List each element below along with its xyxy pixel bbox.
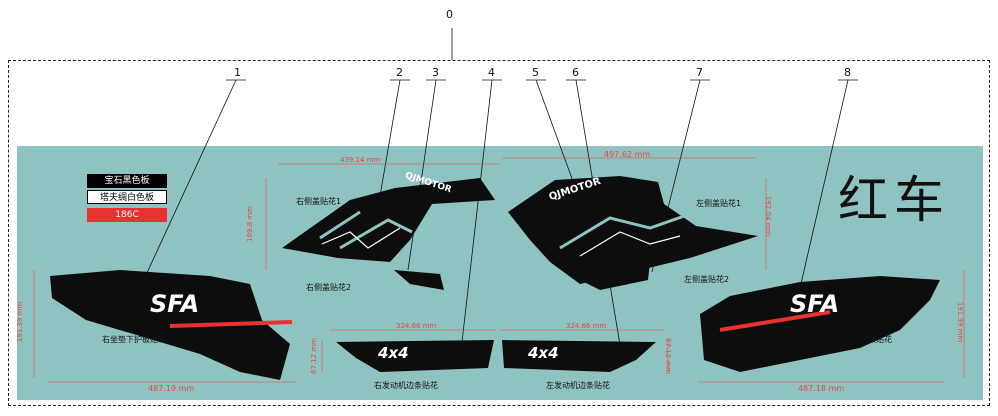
- label-right-seat-guard: 右坐垫下护板贴花: [102, 335, 166, 344]
- dim-left-cover-width: 497.62 mm: [604, 150, 651, 159]
- dim-right-seat-height: 191.39 mm: [16, 301, 25, 343]
- assembly-frame: [8, 60, 990, 406]
- dim-right-strip-width: 324.66 mm: [396, 322, 437, 330]
- callout-8: 8: [844, 66, 851, 79]
- dim-left-cover-height: 192.04 mm: [764, 195, 773, 237]
- label-left-cover-2: 左侧盖贴花2: [684, 275, 730, 284]
- callout-1: 1: [234, 66, 241, 79]
- vehicle-color-title: 红车: [838, 171, 950, 229]
- dim-left-seat-width: 487.18 mm: [798, 384, 845, 393]
- dim-left-seat-height: 191.39 mm: [956, 301, 965, 343]
- label-left-engine-strip: 左发动机边条贴花: [546, 381, 610, 390]
- callout-6: 6: [572, 66, 579, 79]
- drawing-panel: [17, 146, 983, 400]
- drive-logo-right: 4x4: [378, 344, 409, 362]
- callout-0: 0: [446, 8, 453, 21]
- legend-186c-red: 186C: [87, 208, 167, 222]
- callout-2: 2: [396, 66, 403, 79]
- label-left-seat-guard: 左坐垫下护板贴花: [828, 335, 892, 344]
- drive-logo-left: 4x4: [528, 344, 559, 362]
- label-right-cover-2: 右侧盖贴花2: [306, 283, 352, 292]
- callout-7: 7: [696, 66, 703, 79]
- dim-right-seat-width: 487.19 mm: [148, 384, 195, 393]
- model-logo-left: SFA: [790, 290, 840, 318]
- dim-right-cover-height: 189.8 mm: [245, 206, 254, 242]
- callout-3: 3: [432, 66, 439, 79]
- dim-right-strip-height: 67.12 mm: [309, 338, 318, 374]
- dim-left-strip-width: 324.66 mm: [566, 322, 607, 330]
- callout-5: 5: [532, 66, 539, 79]
- label-right-cover-1: 右侧盖贴花1: [296, 197, 342, 206]
- legend-jet-black: 宝石黑色板: [87, 174, 167, 188]
- callout-4: 4: [488, 66, 495, 79]
- dim-right-cover-width: 439.14 mm: [340, 156, 381, 164]
- dim-left-strip-height: 67.12 mm: [663, 338, 672, 374]
- label-right-engine-strip: 右发动机边条贴花: [374, 381, 438, 390]
- label-left-cover-1: 左侧盖贴花1: [696, 199, 742, 208]
- model-logo-right: SFA: [150, 290, 200, 318]
- legend-taffeta-white: 塔夫绸白色板: [87, 190, 167, 204]
